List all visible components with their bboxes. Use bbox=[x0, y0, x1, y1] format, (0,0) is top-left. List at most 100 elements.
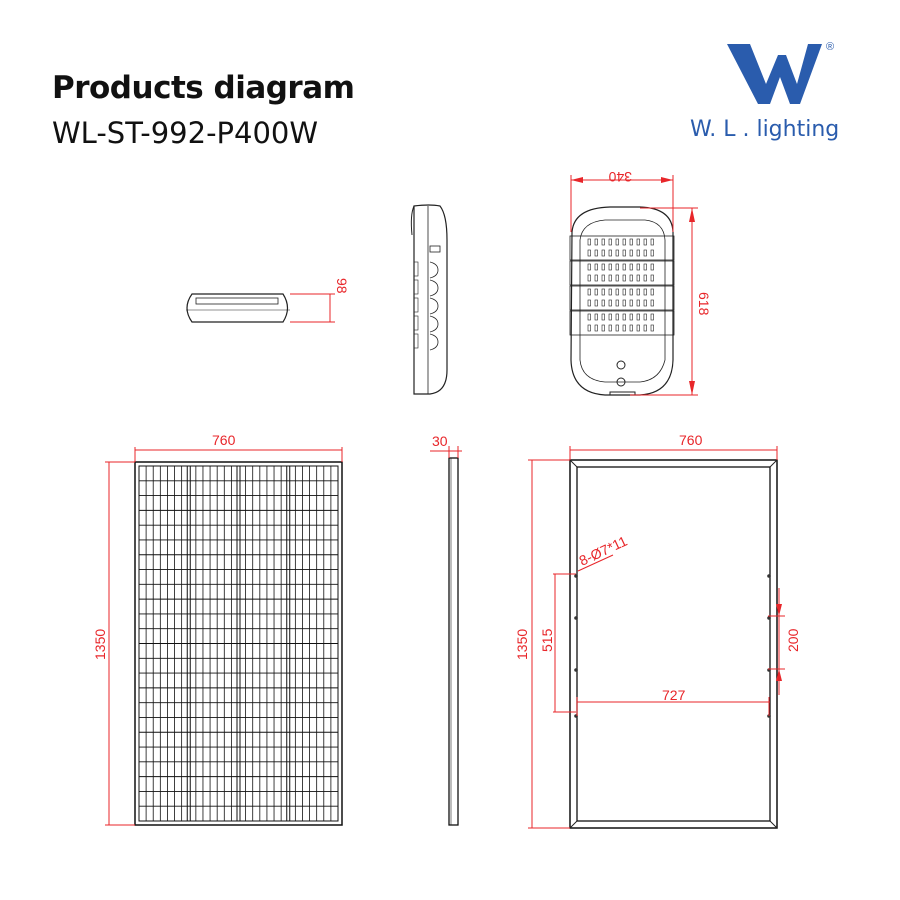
svg-text:®: ® bbox=[826, 41, 834, 53]
led bbox=[650, 313, 654, 321]
solar-panel-front: 760 1350 bbox=[92, 432, 343, 826]
hole-pitch-dim: 200 bbox=[785, 628, 801, 652]
led bbox=[622, 274, 626, 282]
led-module bbox=[569, 260, 675, 286]
lamp-height-dim: 98 bbox=[334, 278, 350, 294]
led bbox=[587, 249, 591, 257]
front-width-dim: 760 bbox=[212, 432, 236, 448]
led bbox=[629, 249, 633, 257]
led-module bbox=[569, 285, 675, 311]
model-number: WL-ST-992-P400W bbox=[52, 116, 319, 150]
led bbox=[615, 313, 619, 321]
led bbox=[594, 249, 598, 257]
mount-clip bbox=[429, 245, 441, 253]
led bbox=[622, 249, 626, 257]
led bbox=[608, 274, 612, 282]
led bbox=[650, 249, 654, 257]
fin-slot bbox=[413, 333, 419, 349]
led bbox=[608, 238, 612, 246]
led bbox=[629, 313, 633, 321]
solar-panel-side: 30 bbox=[430, 433, 462, 826]
led bbox=[629, 263, 633, 271]
led bbox=[594, 263, 598, 271]
led bbox=[629, 274, 633, 282]
led bbox=[594, 299, 598, 307]
led bbox=[601, 324, 605, 332]
led bbox=[601, 263, 605, 271]
page-title: Products diagram bbox=[52, 70, 355, 106]
brand-name: W. L . lighting bbox=[690, 117, 839, 142]
led bbox=[650, 324, 654, 332]
led bbox=[587, 324, 591, 332]
lamp-width-dim: 340 bbox=[608, 169, 632, 185]
led bbox=[594, 274, 598, 282]
led bbox=[622, 324, 626, 332]
back-width-dim: 760 bbox=[679, 432, 703, 448]
hole-width-dim: 727 bbox=[662, 687, 686, 703]
led bbox=[601, 238, 605, 246]
led bbox=[608, 313, 612, 321]
back-height-dim: 1350 bbox=[514, 629, 530, 660]
led bbox=[608, 299, 612, 307]
led bbox=[615, 299, 619, 307]
led bbox=[622, 263, 626, 271]
led bbox=[636, 288, 640, 296]
heatsink-fin bbox=[429, 333, 439, 351]
led bbox=[587, 313, 591, 321]
led bbox=[650, 299, 654, 307]
led bbox=[615, 263, 619, 271]
led bbox=[601, 313, 605, 321]
fin-slot bbox=[413, 315, 419, 331]
fin-slot bbox=[413, 261, 419, 277]
led bbox=[636, 274, 640, 282]
mounting-hole bbox=[574, 574, 578, 578]
led bbox=[594, 324, 598, 332]
led bbox=[594, 313, 598, 321]
led bbox=[622, 238, 626, 246]
mounting-hole bbox=[574, 616, 578, 620]
led bbox=[636, 263, 640, 271]
led bbox=[608, 263, 612, 271]
led bbox=[629, 288, 633, 296]
led bbox=[587, 288, 591, 296]
led bbox=[636, 238, 640, 246]
led bbox=[643, 263, 647, 271]
heatsink-fin bbox=[429, 279, 439, 297]
led bbox=[643, 274, 647, 282]
led bbox=[587, 299, 591, 307]
led bbox=[594, 238, 598, 246]
led bbox=[615, 274, 619, 282]
led bbox=[601, 249, 605, 257]
led bbox=[636, 249, 640, 257]
led bbox=[629, 299, 633, 307]
led bbox=[615, 288, 619, 296]
led-module bbox=[569, 310, 675, 336]
fin-slot bbox=[413, 297, 419, 313]
led bbox=[601, 299, 605, 307]
lamp-length-dim: 618 bbox=[696, 292, 712, 316]
solar-panel-back: 760 1350 515 727 200 8-Ø7*11 bbox=[514, 432, 801, 829]
front-height-dim: 1350 bbox=[92, 629, 108, 660]
led bbox=[615, 324, 619, 332]
led bbox=[636, 313, 640, 321]
lamp-top-view: 340 618 bbox=[569, 169, 712, 396]
fin-slot bbox=[413, 279, 419, 295]
led bbox=[636, 324, 640, 332]
led bbox=[629, 238, 633, 246]
led bbox=[636, 299, 640, 307]
led bbox=[643, 324, 647, 332]
side-thickness-dim: 30 bbox=[432, 433, 448, 449]
led bbox=[643, 238, 647, 246]
led bbox=[650, 288, 654, 296]
heatsink-fin bbox=[429, 261, 439, 279]
holes-label: 8-Ø7*11 bbox=[577, 533, 630, 569]
heatsink-fin bbox=[429, 315, 439, 333]
lamp-side-view bbox=[410, 204, 448, 395]
led bbox=[622, 288, 626, 296]
led bbox=[594, 288, 598, 296]
led bbox=[601, 274, 605, 282]
led bbox=[615, 249, 619, 257]
led bbox=[587, 274, 591, 282]
led bbox=[587, 238, 591, 246]
